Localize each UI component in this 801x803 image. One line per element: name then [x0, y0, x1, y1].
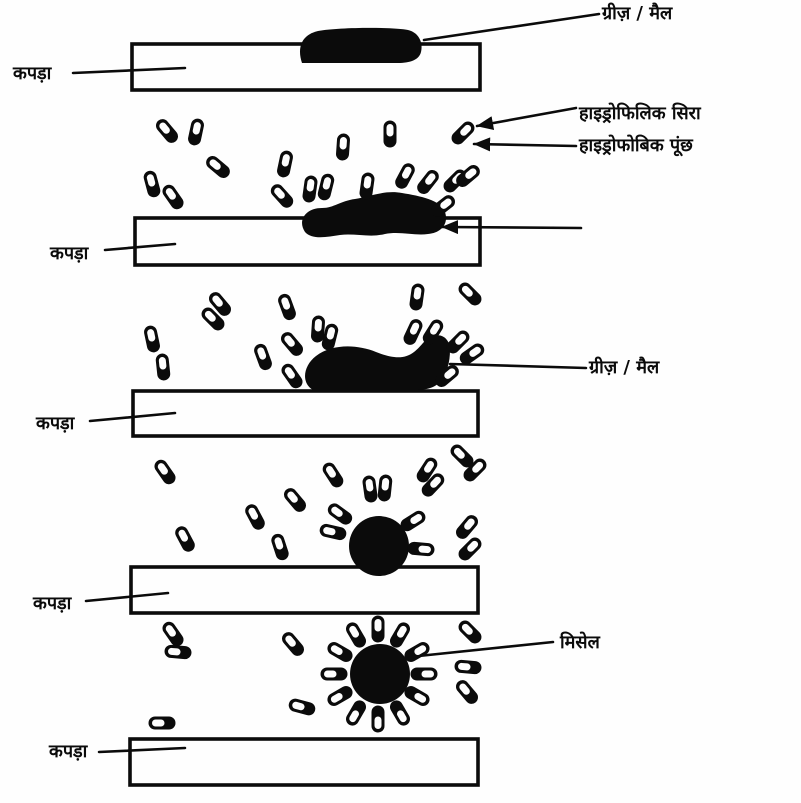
surfactant-molecule-icon [406, 541, 436, 557]
micelle-label: मिसेल [559, 631, 601, 653]
grease-pointer-line [448, 362, 588, 370]
hydrophobic-tail-label: हाइड्रोफोबिक पूंछ [578, 134, 694, 157]
surfactant-molecule-icon [455, 534, 485, 564]
surfactant-molecule-icon [252, 342, 274, 372]
cloth-label-4: कपड़ा [32, 593, 73, 614]
cloth-bar-icon [129, 565, 480, 615]
surfactant-molecule-icon [172, 524, 198, 554]
cloth-pointer-line [97, 746, 187, 754]
stage-1-grease-on-cloth [71, 12, 601, 92]
stage-2-surfactant-attaches [103, 106, 583, 267]
surfactant-molecule-icon [316, 172, 336, 202]
surfactant-molecule-icon [318, 522, 348, 542]
surfactant-molecule-icon [387, 620, 413, 650]
surfactant-molecule-icon [377, 473, 393, 503]
surfactant-molecule-icon [278, 361, 306, 391]
grease-blob-icon [305, 335, 450, 390]
surfactant-molecule-icon [455, 617, 485, 647]
surfactant-molecule-icon [287, 697, 317, 717]
cloth-bar-icon [128, 737, 480, 787]
surfactant-molecule-icon [448, 118, 478, 148]
surfactant-molecule-icon [453, 677, 481, 707]
cloth-pointer-line [84, 591, 170, 603]
grease-pointer-line [422, 12, 601, 42]
surfactant-molecule-icon [325, 500, 355, 528]
surfactant-molecule-icon [278, 329, 306, 359]
micelle-ball-icon [350, 644, 410, 704]
grease-ball-icon [349, 516, 409, 576]
cloth-label-3: कपड़ा [35, 413, 76, 434]
surfactant-molecule-icon [142, 169, 162, 199]
surfactant-molecule-icon [203, 153, 233, 181]
surfactant-molecule-icon [268, 181, 296, 211]
surfactant-molecule-icon [383, 120, 397, 148]
surfactant-molecule-icon [401, 317, 425, 347]
grease-label-middle: ग्रीज़ / मैल [588, 356, 660, 378]
surfactant-molecule-icon [325, 683, 355, 709]
surfactant-molecule-icon [153, 116, 181, 146]
surfactant-molecule-icon [275, 149, 295, 179]
surfactant-molecule-icon [155, 352, 171, 382]
surfactant-molecule-icon [392, 161, 418, 191]
surfactant-molecule-icon [361, 474, 379, 504]
grease-blob-icon [299, 27, 422, 63]
surfactant-molecule-icon [371, 705, 385, 733]
grease-blob-icon [302, 192, 447, 238]
surfactant-molecule-icon [343, 620, 369, 650]
surfactant-molecule-icon [335, 133, 351, 161]
cloth-bar-icon [131, 389, 480, 438]
surfactant-molecule-icon [387, 698, 413, 728]
cloth-label-5: कपड़ा [48, 741, 89, 762]
surfactant-molecule-icon [163, 644, 193, 660]
surfactant-molecule-icon [186, 117, 206, 147]
surfactant-molecule-icon [414, 167, 442, 197]
surfactant-molecule-icon [453, 659, 483, 675]
cloth-label-1: कपड़ा [12, 63, 53, 84]
cloth-pointer-line [103, 242, 177, 252]
surfactant-molecule-icon [269, 532, 291, 562]
surfactant-molecule-icon [320, 460, 346, 490]
surfactant-molecule-icon [281, 485, 309, 515]
cloth-pointer-line [88, 411, 177, 423]
surfactant-molecule-icon [410, 667, 438, 681]
surfactant-molecule-icon [453, 512, 481, 542]
surfactant-molecule-icon [320, 667, 348, 681]
surfactant-molecule-icon [325, 639, 355, 665]
surfactant-molecule-icon [276, 292, 298, 322]
surfactant-molecule-icon [159, 619, 187, 649]
cloth-pointer-line [71, 66, 187, 75]
grease-label-top: ग्रीज़ / मैल [601, 2, 673, 24]
surfactant-molecule-icon [242, 502, 268, 532]
hydrophilic-head-arrow [475, 106, 578, 131]
cloth-label-2: कपड़ा [49, 243, 90, 264]
stage-3-grease-lifting [88, 335, 588, 438]
stage-5-micelle-detached [97, 640, 555, 787]
micelle-pointer-line [407, 640, 555, 659]
surfactant-molecule-icon [159, 182, 187, 212]
surfactant-molecule-icon [151, 457, 179, 487]
stage-4-micelle-forming [84, 516, 480, 615]
surfactant-molecule-icon [301, 174, 319, 204]
hydrophilic-head-label: हाइड्रोफिलिक सिरा [578, 102, 702, 124]
surfactant-molecule-icon [142, 324, 162, 354]
hydrophobic-tail-arrow [472, 137, 578, 152]
surfactant-molecule-icon [279, 629, 307, 659]
surfactant-molecule-icon [455, 279, 485, 309]
grease-arrow-line [440, 220, 583, 235]
surfactant-molecule-icon [343, 698, 369, 728]
surfactant-molecule-icon [408, 282, 426, 312]
surfactant-molecule-icon [371, 615, 385, 643]
surfactant-molecule-icon [148, 716, 176, 730]
